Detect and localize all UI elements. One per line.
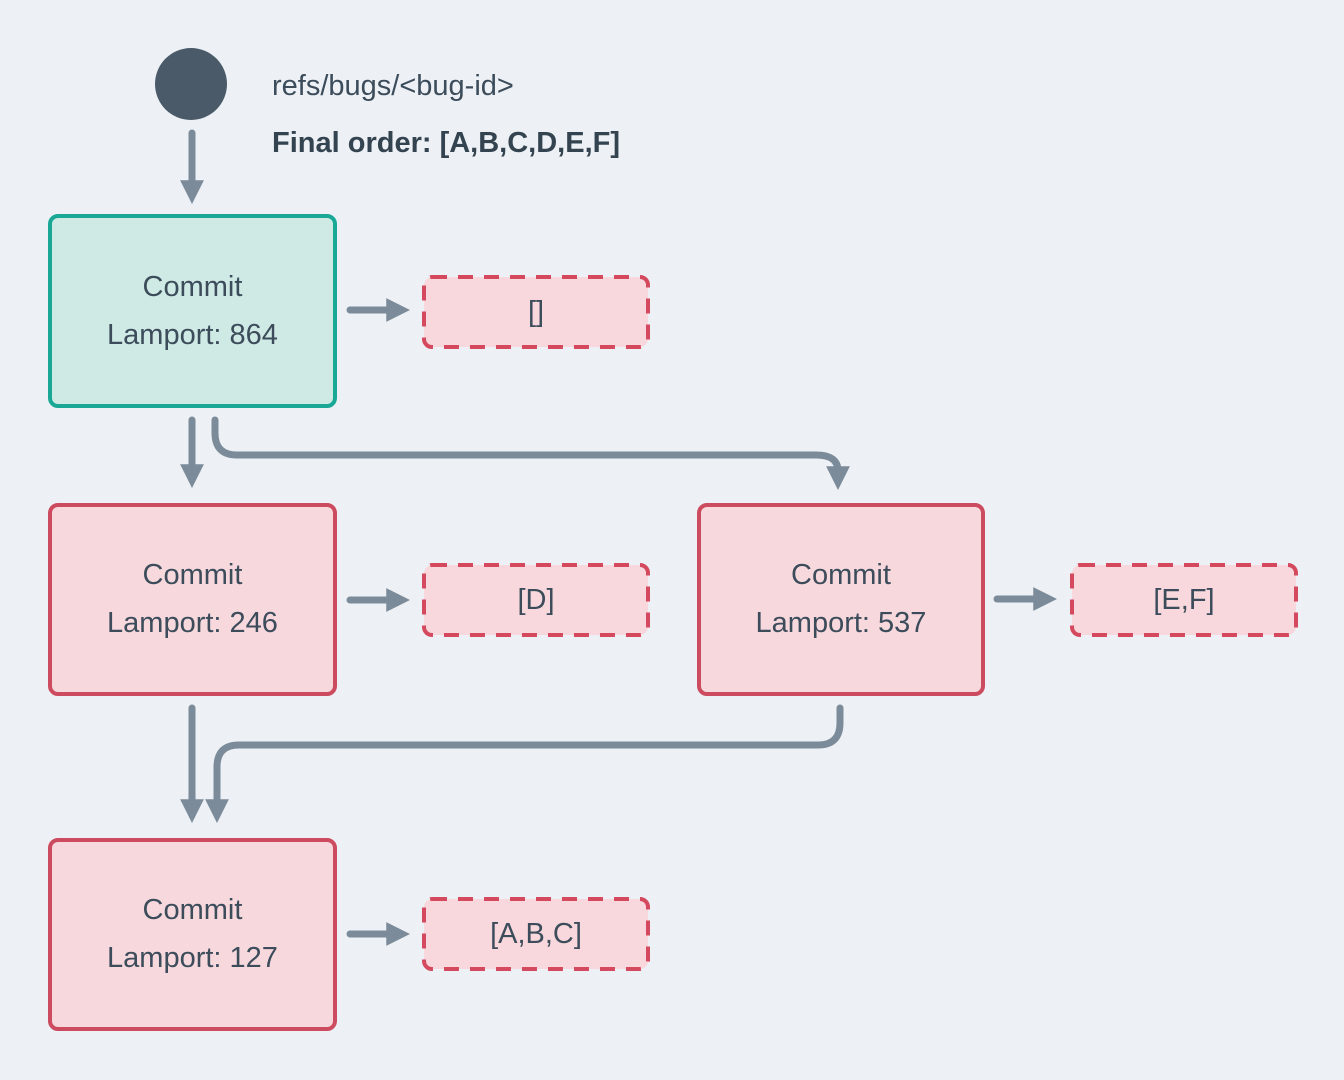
payload-box-864	[422, 275, 650, 349]
commit-title: Commit	[142, 559, 243, 591]
commit-title: Commit	[142, 270, 243, 303]
arrow-864-to-537	[211, 416, 850, 491]
commit-lamport: Lamport: 127	[107, 942, 278, 974]
commit-node-246: Commit Lamport: 246	[48, 503, 337, 696]
commit-lamport: Lamport: 537	[755, 607, 927, 639]
commit-lamport: Lamport: 864	[107, 318, 278, 351]
commit-title: Commit	[142, 894, 243, 926]
commit-node-537: Commit Lamport: 537	[697, 503, 985, 696]
ref-label: refs/bugs/<bug-id>	[272, 70, 514, 102]
payload-boxes	[422, 275, 1298, 971]
payload-box-537	[1070, 563, 1298, 637]
arrow-537-to-127	[205, 704, 844, 824]
commit-title: Commit	[791, 559, 891, 591]
commit-node-127: Commit Lamport: 127	[48, 838, 337, 1031]
ref-node-circle	[155, 48, 227, 120]
commit-lamport: Lamport: 246	[107, 607, 278, 639]
payload-box-127	[422, 897, 650, 971]
commit-node-864: Commit Lamport: 864	[48, 214, 337, 408]
payload-box-246	[422, 563, 650, 637]
final-order-label: Final order: [A,B,C,D,E,F]	[272, 127, 620, 159]
arrows	[180, 129, 1058, 946]
